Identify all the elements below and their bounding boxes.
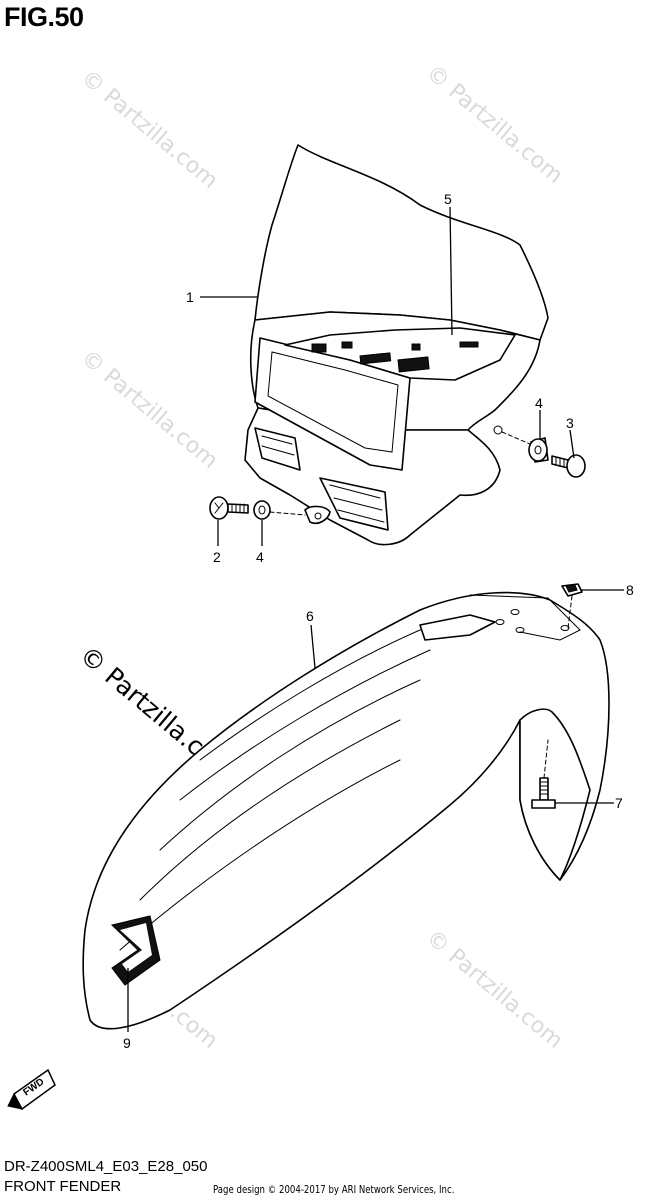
watermark: © Partzilla.com: [76, 345, 222, 473]
screw-3: [551, 454, 586, 478]
washer-4-left: [253, 500, 271, 520]
suzuki-emblem-9: [110, 915, 161, 986]
callout-2: 2: [213, 549, 221, 565]
windscreen: [254, 144, 549, 341]
callout-1: 1: [186, 289, 194, 305]
front-fender: [82, 591, 610, 1030]
bolt-7: [531, 777, 556, 809]
callout-4-left: 4: [256, 549, 264, 565]
diagram-code: DR-Z400SML4_E03_E28_050: [4, 1158, 208, 1175]
callout-6: 6: [306, 608, 314, 624]
figure-title: FIG.50: [4, 2, 84, 32]
fwd-arrow-icon: FWD: [7, 1068, 56, 1111]
callout-4-right: 4: [535, 395, 543, 411]
watermark: © Partzilla.com: [421, 925, 567, 1053]
callout-8: 8: [626, 582, 634, 598]
mount-tab: [304, 505, 331, 525]
side-vent-right: [319, 477, 389, 531]
page-credit: Page design © 2004-2017 by ARI Network S…: [213, 1183, 455, 1196]
fender-body: [82, 591, 610, 1030]
callout-7: 7: [615, 795, 623, 811]
watermark: © Partzilla.com: [421, 60, 567, 188]
nut-8: [561, 583, 583, 597]
decal-letters: [311, 341, 479, 373]
callouts: 1 2 3 4 4 5 6 7 8 9: [123, 191, 634, 1051]
fender-inner-arch: [519, 708, 591, 881]
diagram-name: FRONT FENDER: [4, 1178, 122, 1195]
watermark: © Partzilla.com: [76, 65, 222, 193]
callout-9: 9: [123, 1035, 131, 1051]
grommet-4-right: [528, 437, 549, 463]
decal-area: [284, 327, 516, 381]
cowl-lower: [244, 407, 501, 546]
side-vent-left: [254, 427, 301, 471]
callout-5: 5: [444, 191, 452, 207]
callout-3: 3: [566, 415, 574, 431]
bolt-2: [209, 496, 249, 520]
headlight-cover: [244, 144, 549, 546]
